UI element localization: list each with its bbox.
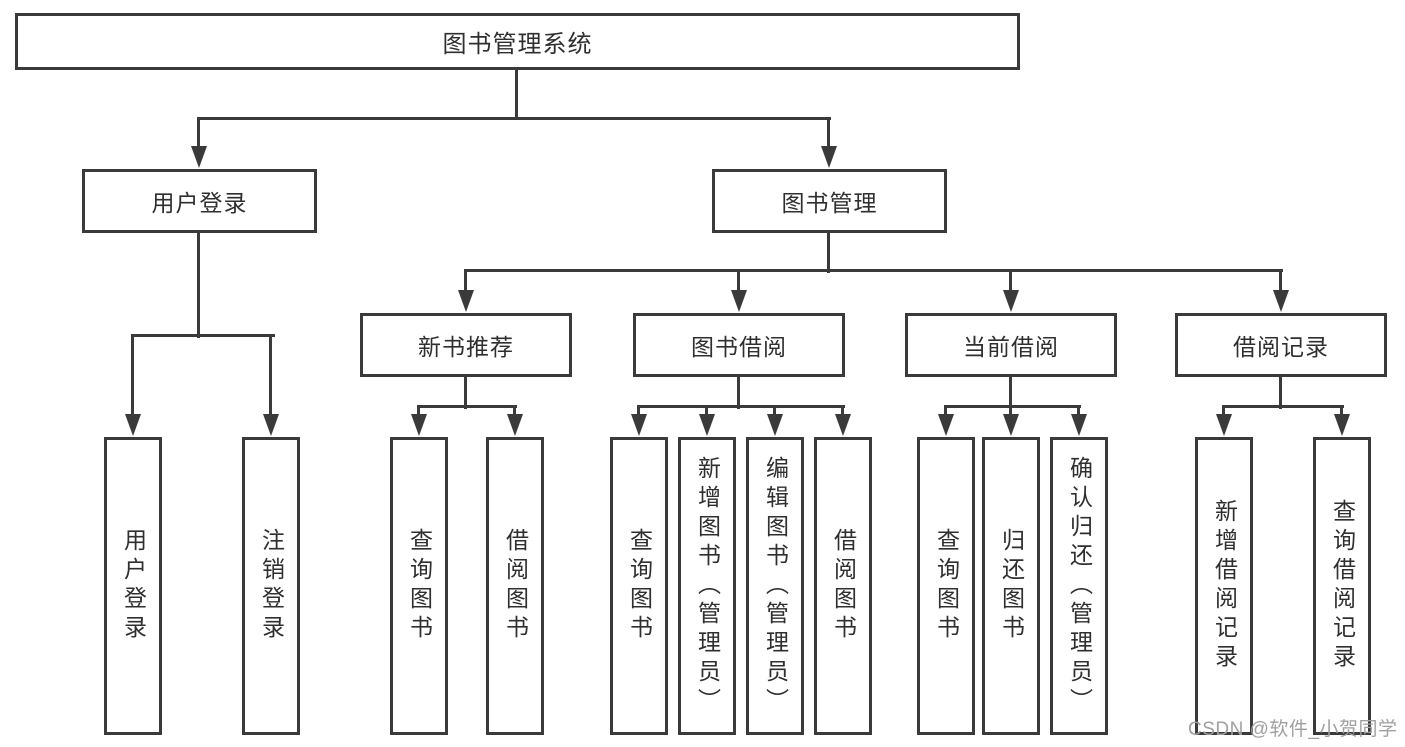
arrowhead-down-icon (1273, 290, 1289, 312)
connector-stem (131, 334, 134, 416)
connector-branch (1222, 405, 1344, 408)
arrowhead-down-icon (631, 414, 647, 436)
arrowhead-down-icon (1071, 414, 1087, 436)
connector-stem (1222, 405, 1225, 418)
connector-stem (464, 377, 467, 409)
arrowhead-down-icon (1334, 414, 1350, 436)
arrowhead-down-icon (767, 414, 783, 436)
connector-branch (464, 269, 1283, 272)
node-user-login: 用户登录 (82, 169, 317, 233)
connector-stem (197, 117, 200, 148)
leaf-borrow-book: 借阅图书 (814, 437, 872, 735)
arrowhead-down-icon (507, 414, 523, 436)
csdn-watermark: CSDN @软件_小贺同学 (1188, 719, 1398, 740)
connector-stem (841, 405, 844, 418)
connector-root-branch (197, 117, 831, 120)
connector-stem (737, 269, 740, 294)
arrowhead-down-icon (411, 414, 427, 436)
leaf-return-book: 归还图书 (982, 437, 1040, 735)
node-book-management: 图书管理 (712, 169, 947, 233)
leaf-user-login: 用户登录 (104, 437, 162, 735)
connector-stem (1009, 377, 1012, 409)
arrowhead-down-icon (458, 290, 474, 312)
connector-root-stem (515, 70, 518, 119)
connector-stem (637, 405, 640, 418)
connector-stem (197, 233, 200, 338)
arrowhead-down-icon (125, 414, 141, 436)
node-borrow-record: 借阅记录 (1175, 313, 1387, 377)
connector-stem (827, 117, 830, 148)
arrowhead-down-icon (699, 414, 715, 436)
node-new-book-recommend: 新书推荐 (360, 313, 572, 377)
arrowhead-down-icon (191, 146, 207, 168)
arrowhead-down-icon (263, 414, 279, 436)
leaf-add-borrow-record: 新增借阅记录 (1195, 437, 1253, 735)
connector-stem (269, 334, 272, 416)
node-root: 图书管理系统 (15, 13, 1020, 70)
leaf-edit-book-admin: 编辑图书（管理员） (746, 437, 804, 735)
connector-stem (827, 233, 830, 273)
arrowhead-down-icon (821, 146, 837, 168)
arrowhead-down-icon (1003, 414, 1019, 436)
connector-branch (417, 405, 517, 408)
connector-stem (464, 269, 467, 294)
connector-stem (705, 405, 708, 418)
leaf-query-book-recommend: 查询图书 (390, 437, 448, 735)
leaf-add-book-admin: 新增图书（管理员） (678, 437, 736, 735)
node-book-borrow: 图书借阅 (633, 313, 845, 377)
leaf-borrow-book-recommend: 借阅图书 (486, 437, 544, 735)
connector-branch (637, 405, 845, 408)
arrowhead-down-icon (1216, 414, 1232, 436)
leaf-query-book-current: 查询图书 (917, 437, 975, 735)
arrowhead-down-icon (731, 290, 747, 312)
connector-stem (1279, 377, 1282, 409)
connector-stem (1009, 405, 1012, 418)
connector-stem (1340, 405, 1343, 418)
arrowhead-down-icon (835, 414, 851, 436)
connector-stem (417, 405, 420, 418)
connector-stem (513, 405, 516, 418)
arrowhead-down-icon (938, 414, 954, 436)
connector-stem (1009, 269, 1012, 294)
connector-stem (773, 405, 776, 418)
connector-stem (944, 405, 947, 418)
leaf-confirm-return-admin: 确认归还（管理员） (1050, 437, 1108, 735)
connector-stem (1077, 405, 1080, 418)
connector-stem (737, 377, 740, 409)
connector-stem (1279, 269, 1282, 294)
connector-branch (131, 334, 275, 337)
node-current-borrow: 当前借阅 (905, 313, 1117, 377)
leaf-query-book-borrow: 查询图书 (610, 437, 668, 735)
connector-branch (944, 405, 1081, 408)
leaf-query-borrow-record: 查询借阅记录 (1313, 437, 1371, 735)
leaf-logout-login: 注销登录 (242, 437, 300, 735)
arrowhead-down-icon (1003, 290, 1019, 312)
